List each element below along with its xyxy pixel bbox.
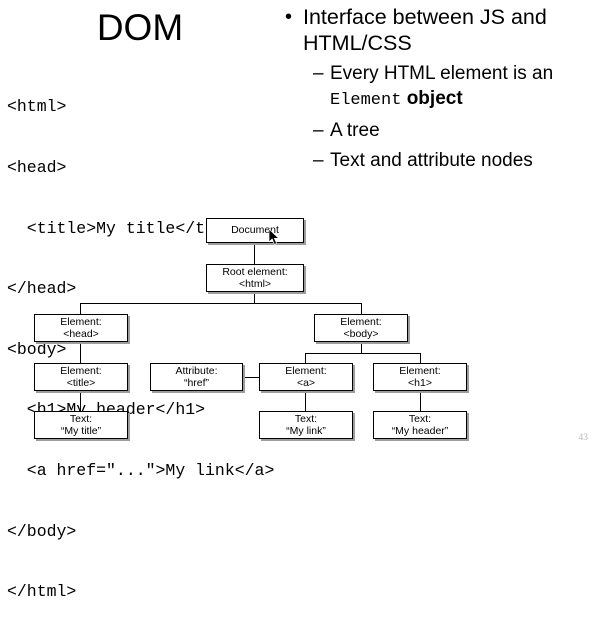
edge-body-stem [361,342,363,354]
edge-body-anchor [305,353,307,364]
dom-tree-diagram: Document Root element: <html> Element: <… [34,218,467,439]
tree-node-line1: Text: [294,412,318,425]
bullet-dash-icon: – [313,63,324,84]
tree-node-line1: Element: [60,315,102,328]
bullet-item-sub: – Every HTML element is an Element objec… [313,61,600,113]
edge-root-body [361,303,363,315]
tree-node-line1: Text: [408,412,432,425]
page-title: DOM [96,7,184,48]
tree-node-element-anchor[interactable]: Element: <a> [259,363,353,391]
tree-node-line2: <title> [66,377,96,389]
edge-root-stem [254,292,256,304]
bullet-item-primary: • Interface between JS and HTML/CSS [285,4,600,56]
tree-node-text-my-title[interactable]: Text: “My title” [34,411,128,439]
tree-node-line1: Element: [340,315,382,328]
bullet-sub-label: Text and attribute nodes [330,150,533,171]
tree-node-document[interactable]: Document [206,218,304,243]
tree-node-line2: “href” [183,377,210,389]
slide-number: 43 [578,433,589,443]
code-line: </html> [7,582,77,602]
tree-node-line2: <h1> [408,377,432,389]
code-line: <html> [7,97,67,117]
bullet-sub-text-after: object [401,88,463,109]
tree-node-attribute-href[interactable]: Attribute: “href” [150,363,243,391]
tree-node-line2: “My link” [286,425,326,437]
bullet-sub-code: Element [330,91,402,110]
code-line: <a href="...">My link</a> [7,461,275,481]
edge-title-text [80,391,82,412]
tree-node-line2: <head> [63,328,99,340]
tree-node-line1: Element: [399,364,441,377]
edge-h1-text [420,391,422,412]
bullet-primary-label: Interface between JS and HTML/CSS [303,5,547,55]
bullet-list: • Interface between JS and HTML/CSS – Ev… [285,4,600,173]
tree-node-element-h1[interactable]: Element: <h1> [373,363,467,391]
tree-node-element-head[interactable]: Element: <head> [34,314,128,342]
edge-head-title [80,342,82,364]
edge-body-bus [305,353,421,355]
tree-node-line1: Root element: [222,265,288,278]
tree-node-line1: Element: [60,364,102,377]
edge-body-h1 [420,353,422,364]
tree-node-text-my-header[interactable]: Text: “My header” [373,411,467,439]
tree-node-line1: Text: [69,412,93,425]
code-line: <head> [7,158,67,178]
tree-node-element-body[interactable]: Element: <body> [314,314,408,342]
tree-node-line2: <html> [238,278,272,290]
bullet-dash-icon: – [313,150,324,171]
edge-document-root [254,243,256,265]
code-line: </head> [7,279,77,299]
tree-node-line2: “My title” [60,425,102,437]
tree-node-line2: <body> [343,328,379,340]
tree-node-line1: Attribute: [175,364,218,377]
bullet-sub-label: A tree [330,120,380,141]
edge-root-head [80,303,82,315]
tree-node-element-title[interactable]: Element: <title> [34,363,128,391]
bullet-sub-label: Every HTML element is an Element object [330,61,600,113]
tree-node-line1: Document [231,224,279,237]
bullet-dash-icon: – [313,120,324,141]
bullet-dot-icon: • [285,6,293,28]
code-line: </body> [7,521,77,541]
tree-node-root-element[interactable]: Root element: <html> [206,264,304,292]
bullet-item-sub: – A tree [313,118,600,143]
bullet-sub-text-before: Every HTML element is an [330,63,554,84]
code-line: <body> [7,339,67,359]
edge-root-bus [80,303,362,305]
edge-anchor-text [305,391,307,412]
tree-node-line2: <a> [296,377,316,389]
tree-node-line2: “My header” [391,425,449,437]
mouse-cursor-icon [269,229,280,245]
bullet-item-sub: – Text and attribute nodes [313,148,600,173]
tree-node-line1: Element: [285,364,327,377]
tree-node-text-my-link[interactable]: Text: “My link” [259,411,353,439]
edge-attribute-anchor [243,377,260,379]
